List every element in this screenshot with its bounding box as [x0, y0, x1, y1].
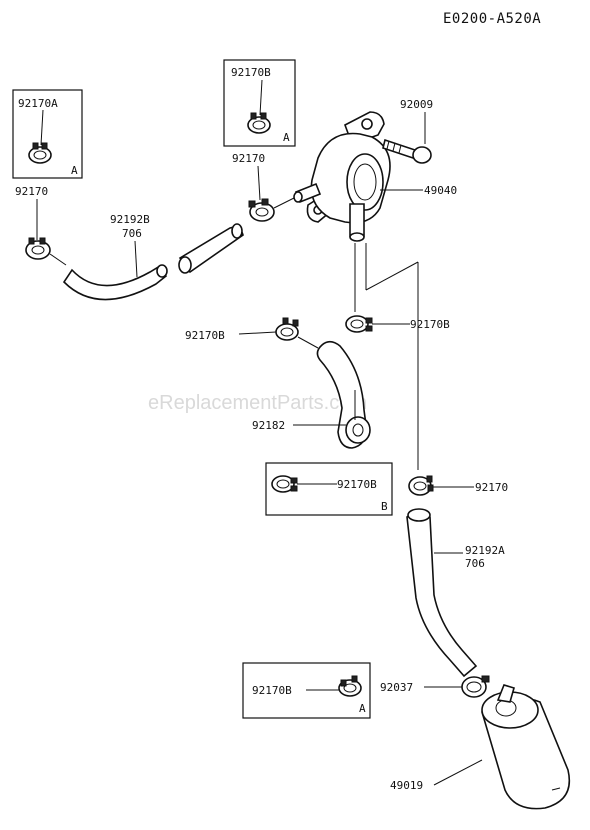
label-92170-pump: 92170 [232, 152, 265, 165]
label-92009: 92009 [400, 98, 433, 111]
leader-line [134, 240, 138, 278]
inset-box [223, 59, 296, 147]
inset-part-label: 92170A [18, 97, 58, 110]
hose-clamp-icon [247, 112, 271, 134]
label-92192b-length: 706 [122, 227, 142, 240]
watermark: eReplacementParts.com [148, 392, 367, 414]
fuel-hose-92182 [316, 340, 371, 449]
fuel-hose-92192a [406, 508, 478, 678]
leader-line [259, 79, 263, 116]
fuel-pump-49040 [293, 111, 391, 242]
fuel-hose-92192b [62, 223, 244, 301]
hose-clamp-icon [338, 675, 362, 697]
leader-line [40, 109, 44, 146]
hose-clamp-mid-left [275, 317, 299, 341]
label-92037: 92037 [380, 681, 413, 694]
fuel-filter-49019 [481, 684, 570, 810]
label-92192a-length: 706 [465, 557, 485, 570]
inset-marker: A [283, 131, 290, 144]
inset-marker: A [359, 702, 366, 715]
inset-marker: A [71, 164, 78, 177]
label-49040: 49040 [424, 184, 457, 197]
connection-lines [354, 243, 419, 470]
inset-part-label: 92170B [252, 684, 292, 697]
inset-92170a: 92170A A [12, 89, 83, 179]
diagram-code: E0200-A520A [443, 11, 541, 27]
inset-marker: B [381, 500, 388, 513]
bolt-92009 [382, 138, 432, 164]
inset-box [242, 662, 371, 719]
hose-clamp-icon [271, 475, 298, 493]
inset-box [265, 462, 393, 516]
label-92170b-mid-right: 92170B [410, 318, 450, 331]
hose-clamp-mid-right [345, 315, 373, 333]
label-92170-left: 92170 [15, 185, 48, 198]
inset-part-label: 92170B [231, 66, 271, 79]
label-92170-right: 92170 [475, 481, 508, 494]
inset-part-label: 92170B [337, 478, 377, 491]
hose-clamp-icon [28, 142, 52, 164]
leader-line [433, 759, 483, 786]
label-92192b: 92192B [110, 213, 150, 226]
hose-clamp-pump [248, 198, 275, 222]
leader-line [273, 196, 297, 209]
label-92170b-mid-left: 92170B [185, 329, 225, 342]
label-49019: 49019 [390, 779, 423, 792]
inset-92170b-top: 92170B A [223, 59, 296, 147]
hose-clamp-92037 [461, 675, 490, 698]
inset-box [12, 89, 83, 179]
inset-92170b-mid: 92170B B [265, 462, 393, 516]
leader-line [238, 331, 277, 335]
leader-line [257, 165, 261, 201]
label-92182: 92182 [252, 419, 285, 432]
leader-line [49, 253, 67, 266]
hose-clamp-left [25, 237, 51, 260]
hose-clamp-right [408, 475, 434, 496]
leader-line [297, 336, 319, 349]
inset-92170b-bottom: 92170B A [242, 662, 371, 719]
label-92192a: 92192A [465, 544, 505, 557]
